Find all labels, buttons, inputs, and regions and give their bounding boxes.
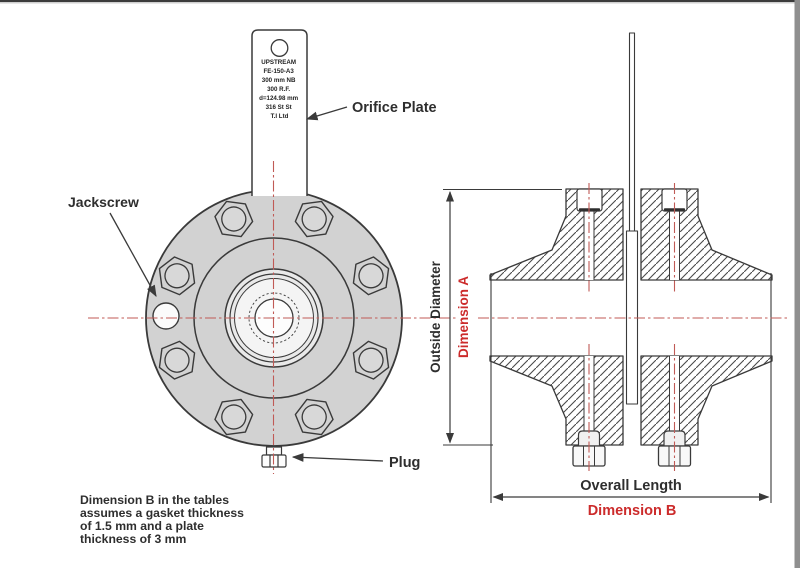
orifice-plate-tag: UPSTREAM FE-150-A3 300 mm NB 300 R.F. d=… bbox=[251, 29, 308, 196]
bolt-nuts bbox=[158, 200, 390, 436]
gasket-note: Dimension B in the tables assumes a gask… bbox=[80, 493, 244, 546]
note-line: assumes a gasket thickness bbox=[80, 506, 244, 520]
upper-left-flange-section bbox=[489, 188, 624, 281]
horizontal-dimension: Overall Length Dimension B bbox=[492, 478, 770, 519]
vertical-dimension: Outside Diameter Dimension A bbox=[428, 189, 562, 446]
bolt-nut bbox=[158, 256, 196, 296]
plate-tag-edge bbox=[628, 32, 636, 234]
orifice-plate-section bbox=[625, 32, 639, 405]
jackscrew-hole bbox=[152, 302, 180, 330]
lower-left-flange-section bbox=[489, 355, 624, 446]
section-view: Outside Diameter Dimension A Overall Len… bbox=[428, 32, 788, 519]
page-right-border bbox=[794, 0, 800, 568]
plug-arrow bbox=[291, 453, 384, 462]
overall-length-label: Overall Length bbox=[580, 478, 682, 494]
bolt-nut bbox=[214, 398, 254, 436]
plug-label: Plug bbox=[389, 455, 420, 471]
note-line: of 1.5 mm and a plate bbox=[80, 519, 204, 533]
front-view: UPSTREAM FE-150-A3 300 mm NB 300 R.F. d=… bbox=[68, 29, 458, 474]
dimension-a-label: Dimension A bbox=[456, 276, 471, 358]
orifice-plate-label: Orifice Plate bbox=[352, 100, 437, 116]
bolt-nut bbox=[352, 340, 390, 380]
upper-right-flange-section bbox=[640, 188, 773, 281]
outside-diameter-label: Outside Diameter bbox=[428, 260, 443, 373]
lower-right-flange-section bbox=[640, 355, 773, 446]
tag-hole bbox=[270, 39, 289, 57]
bolt-nut bbox=[158, 340, 196, 380]
front-centerlines bbox=[88, 161, 458, 474]
bolt-nut bbox=[294, 200, 334, 238]
tag-text: UPSTREAM FE-150-A3 300 mm NB 300 R.F. d=… bbox=[259, 59, 300, 120]
note-line: Dimension B in the tables bbox=[80, 493, 229, 507]
page-top-border bbox=[0, 0, 800, 2]
bolt-nut bbox=[214, 200, 254, 238]
section-centerlines bbox=[478, 183, 788, 471]
jackscrew-label: Jackscrew bbox=[68, 194, 139, 210]
bolt-nut bbox=[352, 256, 390, 296]
bolt-nut bbox=[294, 398, 334, 436]
jackscrew-arrow bbox=[109, 212, 157, 298]
dimension-b-label: Dimension B bbox=[588, 503, 677, 519]
note-line: thickness of 3 mm bbox=[80, 532, 187, 546]
page-top-border-light bbox=[0, 2, 800, 4]
orifice-plate-arrow bbox=[305, 106, 348, 121]
